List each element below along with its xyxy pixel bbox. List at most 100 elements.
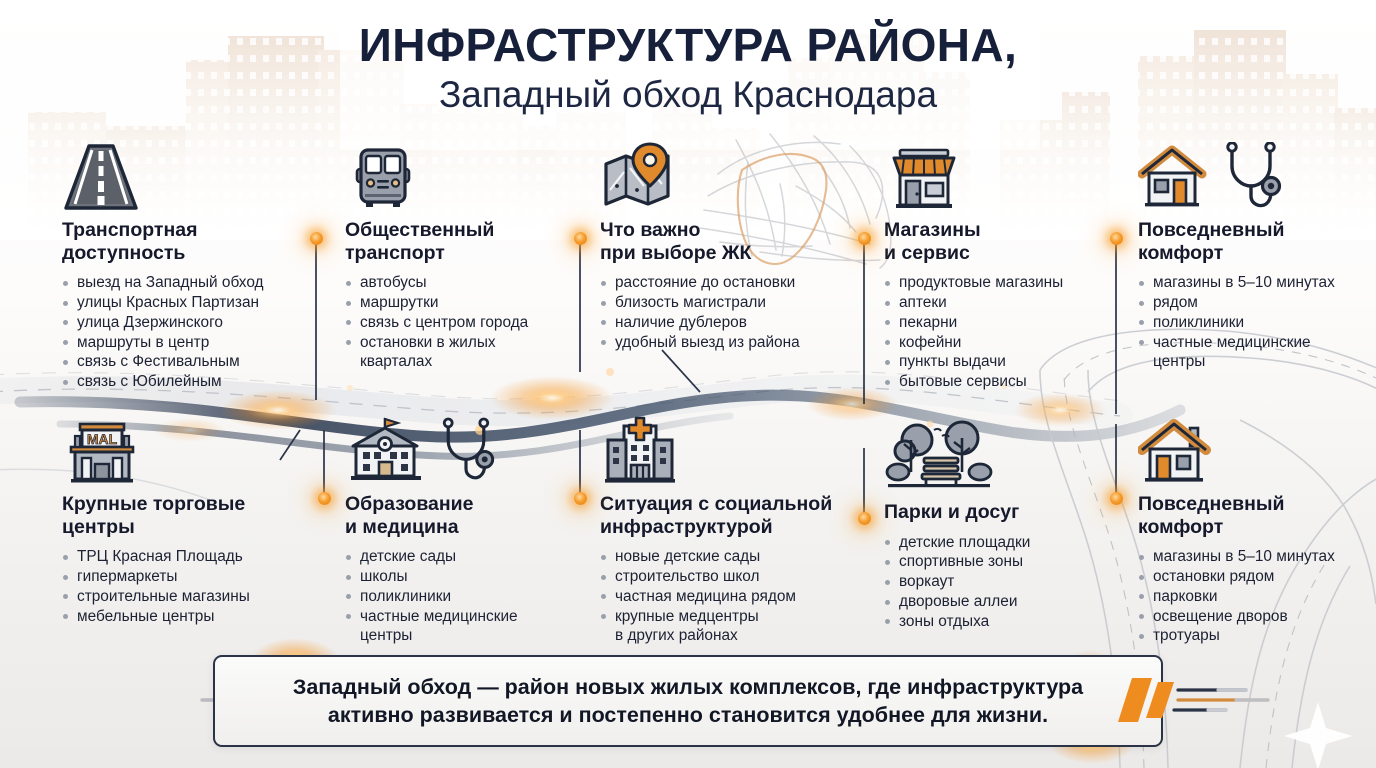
list-item: тротуары [1138,626,1368,646]
title-main: ИНФРАСТРУКТУРА РАЙОНА, [358,19,1018,71]
house-icon [1138,419,1211,482]
block-heading: Транспортная доступность [62,219,198,264]
block-heading: Крупные торговые центры [62,493,246,538]
block-heading: Общественный транспорт [345,219,495,264]
banner-text: Западный обход — район новых жилых компл… [292,674,1084,727]
list-item: связь с центром города [345,313,585,333]
list-item: детские площадки [884,533,1114,553]
block-heading: Образование и медицина [345,493,474,538]
list-item: маршруты в центр [62,333,330,353]
list-item: освещение дворов [1138,607,1368,627]
icon-row [884,138,1114,212]
connector-node-parks [858,512,871,525]
icon-row [884,420,1114,494]
list-item: парковки [1138,587,1368,607]
list-item: ТРЦ Красная Площадь [62,547,330,567]
list-item: продуктовые магазины [884,273,1114,293]
hospital-icon [605,416,675,483]
list-item: близость магистрали [600,293,860,313]
icon-row [600,412,865,486]
list-item: остановки рядом [1138,567,1368,587]
stethoscope-icon [442,417,495,480]
connector-node-daily-comfort-bottom [1110,492,1123,505]
icon-row [1138,138,1360,212]
list-item: остановки в жилых кварталах [345,333,585,373]
block-public-transport: Общественный транспорт автобусы маршрутк… [345,138,585,372]
block-list: ТРЦ Красная Площадь гипермаркеты строите… [62,547,330,626]
list-item: спортивные зоны [884,552,1114,572]
road-icon [64,144,138,210]
list-item: пункты выдачи [884,352,1114,372]
block-list: магазины в 5–10 минутах рядом поликлиник… [1138,273,1360,372]
list-item: связь с Фестивальным [62,352,330,372]
list-item: магазины в 5–10 минутах [1138,273,1360,293]
list-item: бытовые сервисы [884,372,1114,392]
list-item: автобусы [345,273,585,293]
block-education-medicine: Образование и медицина детские сады школ… [345,412,585,646]
block-list: расстояние до остановки близость магистр… [600,273,860,352]
list-item: школы [345,567,585,587]
list-item: частная медицина рядом [600,587,865,607]
block-daily-comfort-top: Повседневный комфорт магазины в 5–10 мин… [1138,138,1360,372]
connector-node-what-matters [574,232,587,245]
icon-row [345,138,585,212]
list-item: улица Дзержинского [62,313,330,333]
list-item: связь с Юбилейным [62,372,330,392]
list-item: наличие дублеров [600,313,860,333]
block-list: магазины в 5–10 минутах остановки рядом … [1138,547,1368,646]
list-item: пекарни [884,313,1114,333]
icon-row [345,412,585,486]
list-item: строительство школ [600,567,865,587]
block-list: детские площадки спортивные зоны воркаут… [884,533,1114,632]
stethoscope-icon [1226,142,1282,208]
connector-node-social [574,492,587,505]
list-item: частные медицинские центры [1138,333,1360,373]
connector-node-daily-comfort-top [1110,232,1123,245]
list-item: дворовые аллеи [884,592,1114,612]
list-item: гипермаркеты [62,567,330,587]
speed-lines-right [1118,678,1270,722]
block-transport-accessibility: Транспортная доступность выезд на Западн… [62,138,330,392]
list-item: кофейни [884,333,1114,353]
park-bench-icon [885,420,993,488]
block-shops-and-service: Магазины и сервис продуктовые магазины а… [884,138,1114,392]
block-heading: Магазины и сервис [884,219,981,264]
block-heading: Повседневный комфорт [1138,219,1285,264]
house-icon [1138,145,1207,207]
page-title: ИНФРАСТРУКТУРА РАЙОНА, Западный обход Кр… [0,22,1376,115]
block-list: автобусы маршрутки связь с центром город… [345,273,585,372]
list-item: аптеки [884,293,1114,313]
shop-icon [892,148,956,208]
icon-row [62,138,330,212]
list-item: детские сады [345,547,585,567]
list-item: удобный выезд из района [600,333,860,353]
svg-text:MAL: MAL [87,431,118,447]
city-skyline-background [0,0,1376,240]
list-item: рядом [1138,293,1360,313]
list-item: крупные медцентры в других районах [600,607,865,647]
list-item: улицы Красных Партизан [62,293,330,313]
block-heading: Повседневный комфорт [1138,493,1285,538]
block-list: продуктовые магазины аптеки пекарни кофе… [884,273,1114,392]
list-item: расстояние до остановки [600,273,860,293]
block-list: детские сады школы поликлиники частные м… [345,547,585,646]
block-heading: Парки и досуг [884,501,1020,523]
list-item: частные медицинские центры [345,607,585,647]
block-what-matters: Что важно при выборе ЖК расстояние до ос… [600,138,860,352]
icon-row [1138,412,1368,486]
block-heading: Что важно при выборе ЖК [600,219,752,264]
icon-row: MAL [62,412,330,486]
school-icon [351,417,421,480]
block-heading: Ситуация с социальной инфраструктурой [600,493,833,538]
block-list: новые детские сады строительство школ ча… [600,547,865,646]
block-parks-leisure: Парки и досуг детские площадки спортивны… [884,420,1114,632]
list-item: выезд на Западный обход [62,273,330,293]
icon-row [600,138,860,212]
block-list: выезд на Западный обход улицы Красных Па… [62,273,330,392]
list-item: зоны отдыха [884,612,1114,632]
title-subtitle: Западный обход Краснодара [438,73,938,115]
bottom-banner: Западный обход — район новых жилых компл… [213,655,1163,747]
block-large-malls: MAL Крупные торговые центры ТРЦ Красная … [62,412,330,626]
